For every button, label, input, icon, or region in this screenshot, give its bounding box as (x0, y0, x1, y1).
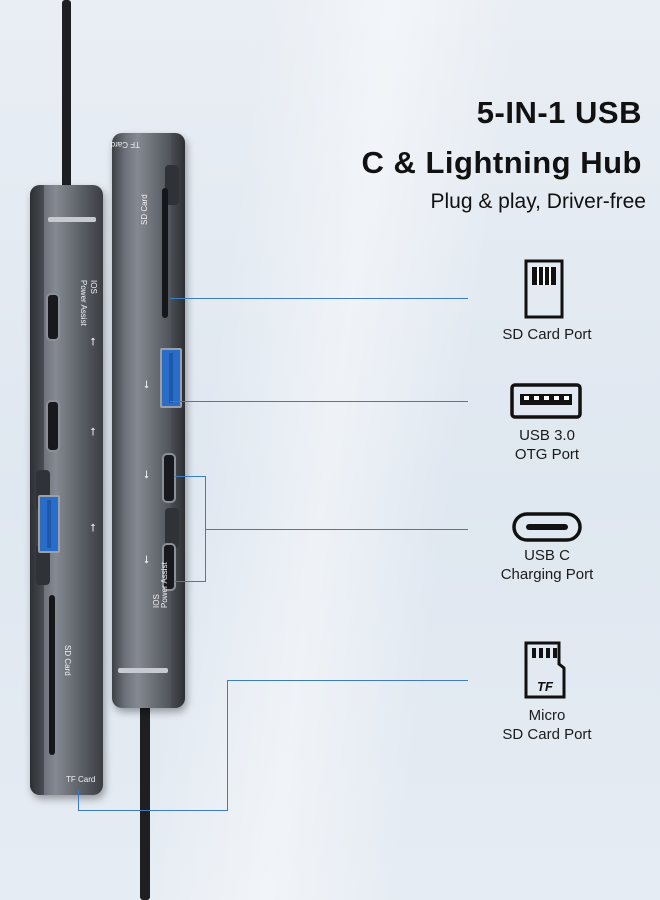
usb-symbol-icon: ⭢ (140, 380, 153, 389)
micro-sd-card-icon: TF (524, 641, 566, 699)
feature-label-line: Charging Port (500, 566, 594, 583)
right-hub-bottom-accent (118, 668, 168, 673)
feature-label-line: SD Card Port (502, 726, 592, 743)
headline: 5-IN-1 USB C & Lightning Hub (242, 88, 642, 188)
leader-line-usba (170, 401, 468, 402)
leader-line-tf-h1 (227, 680, 468, 681)
leader-line-tf-h2 (78, 810, 228, 811)
left-hub-sd-slot (49, 595, 55, 755)
leader-line-usbc-b (175, 581, 205, 582)
usb-a-port-icon (510, 383, 582, 419)
sd-card-icon (524, 259, 564, 319)
usb-symbol-icon: ⭠ (86, 523, 99, 532)
feature-label-sd: SD Card Port (462, 325, 632, 344)
left-hub-body: ⭠ ⭠ ⭠ IOS Power Assist SD Card TF Card (30, 185, 103, 795)
usb-c-port-icon (512, 512, 582, 542)
right-hub-notch (165, 165, 179, 205)
left-hub-sd-card-label: SD Card (63, 645, 72, 676)
leader-line-sd (170, 298, 468, 299)
left-hub-usba-port (38, 495, 60, 553)
right-hub-power-assist-label: Power Assist (160, 562, 169, 608)
right-hub-notch (165, 508, 179, 548)
left-hub-notch (36, 545, 50, 585)
right-hub-sd-card-label: SD Card (140, 194, 149, 225)
right-hub-cable (140, 700, 150, 900)
feature-label-usbc: USB C Charging Port (462, 546, 632, 584)
feature-label-line: Micro (528, 707, 566, 724)
feature-label-line: OTG Port (514, 446, 580, 463)
feature-label-line: USB 3.0 (519, 427, 575, 444)
left-hub-top-accent (48, 217, 96, 222)
subtitle: Plug & play, Driver-free (430, 190, 646, 213)
headline-line-1: 5-IN-1 USB (476, 95, 642, 130)
left-hub-power-assist-label: Power Assist (79, 280, 88, 326)
right-hub-tf-card-label: TF Card (110, 140, 140, 149)
feature-label-microsd: Micro SD Card Port (462, 706, 632, 744)
right-hub-usba-port (160, 348, 182, 408)
leader-line-tf-v (227, 680, 228, 810)
right-hub-sd-slot (162, 188, 168, 318)
micro-sd-icon-text: TF (537, 679, 554, 694)
leader-line-usbc-a (175, 476, 205, 477)
leader-line-tf-v2 (78, 790, 79, 810)
right-hub-bevel (171, 133, 185, 708)
left-hub-usbc-port (46, 400, 60, 452)
headline-line-2: C & Lightning Hub (361, 145, 642, 180)
usb-symbol-icon: ⭠ (86, 337, 99, 346)
feature-label-line: SD Card Port (502, 326, 592, 343)
left-hub-ios-label: IOS (89, 280, 98, 294)
leader-line-usbc (205, 529, 468, 530)
left-hub-tf-card-label: TF Card (66, 775, 96, 784)
feature-label-usba: USB 3.0 OTG Port (462, 426, 632, 464)
usb-symbol-icon: ⭢ (140, 555, 153, 564)
usb-symbol-icon: ⭠ (86, 427, 99, 436)
usb-symbol-icon: ⭢ (140, 470, 153, 479)
left-hub-cable (62, 0, 71, 190)
right-hub-usbc-port (162, 453, 176, 503)
right-hub-usbc-port (162, 543, 176, 591)
right-hub-body: ⭢ ⭢ ⭢ TF Card SD Card IOS Power Assist (110, 133, 185, 708)
left-hub-usbc-port (46, 293, 60, 341)
feature-label-line: USB C (524, 547, 570, 564)
